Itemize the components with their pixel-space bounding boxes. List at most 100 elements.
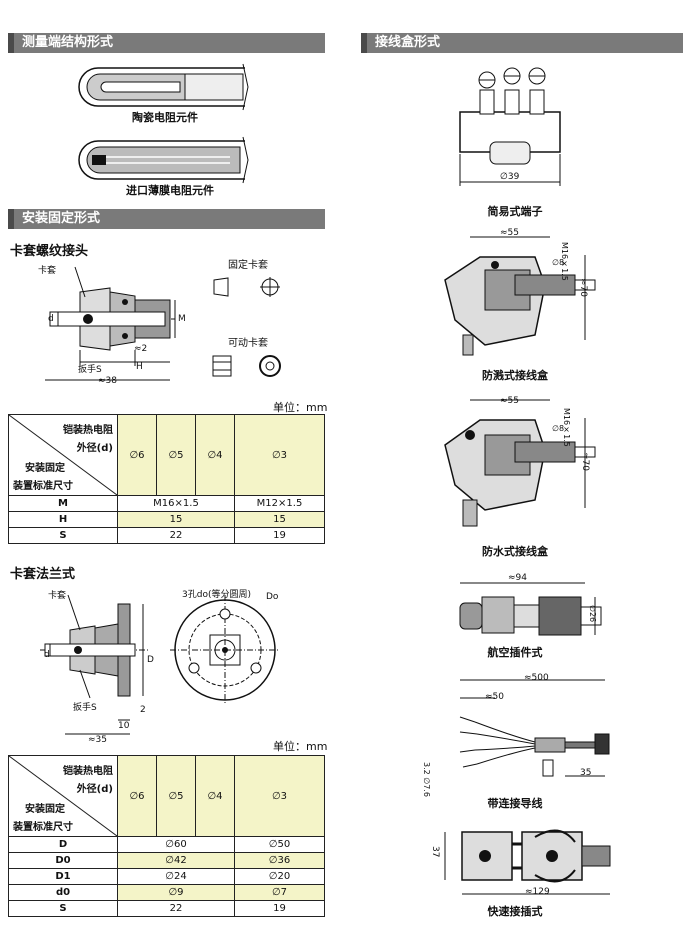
simple-terminal-diagram bbox=[459, 67, 561, 186]
unit-label-2: 单位：mm bbox=[273, 740, 328, 753]
table1-row-M-v2: M12×1.5 bbox=[234, 495, 325, 512]
table2-row-d0-v2: ∅7 bbox=[234, 884, 325, 901]
ferrule-flange-diagram bbox=[40, 594, 150, 735]
label-H: H bbox=[136, 362, 143, 372]
explosion-proof-diagram bbox=[444, 236, 596, 356]
quick-plug-diagram bbox=[444, 829, 611, 895]
label-fixed-ferrule: 固定卡套 bbox=[228, 260, 268, 271]
flange-label-d: d bbox=[44, 650, 50, 660]
dim-lw-35: 35 bbox=[580, 768, 592, 778]
caption-simple-terminal: 简易式端子 bbox=[487, 205, 543, 218]
table2-row-D1-v1: ∅24 bbox=[117, 868, 235, 885]
dim-simple-width: ∅39 bbox=[500, 172, 520, 182]
caption-waterproof: 防水式接线盒 bbox=[482, 545, 548, 558]
label-kataao: 卡套 bbox=[38, 266, 57, 276]
table2-row-D1-label: D1 bbox=[8, 868, 118, 885]
table1-header-top: 铠装热电阻 bbox=[63, 425, 113, 436]
caption-explosion-proof: 防溅式接线盒 bbox=[482, 369, 548, 382]
table2-row-D-label: D bbox=[8, 836, 118, 853]
caption-ceramic: 陶瓷电阻元件 bbox=[132, 111, 198, 124]
dim-wp-width: ≈55 bbox=[500, 396, 519, 406]
ferrule-flange-title: 卡套法兰式 bbox=[10, 567, 76, 582]
label-approx38: ≈38 bbox=[98, 376, 117, 386]
caption-quick-plug: 快速接插式 bbox=[487, 905, 543, 918]
flange-label-wrench: 扳手S bbox=[73, 703, 97, 713]
dim-lw-side: 3.2 ∅7.6 bbox=[422, 762, 431, 797]
table2-col-4: ∅4 bbox=[195, 755, 235, 837]
label-M: M bbox=[178, 314, 186, 324]
unit-label-1: 单位：mm bbox=[273, 401, 328, 414]
lead-wire-diagram bbox=[459, 679, 610, 777]
table1-row-M-v1: M16×1.5 bbox=[117, 495, 235, 512]
flange-label-Do: Do bbox=[266, 592, 279, 602]
movable-ferrule-icons bbox=[212, 355, 281, 377]
dim-ep-height: ≈70 bbox=[578, 278, 588, 297]
label-d: d bbox=[48, 314, 54, 324]
table2-col-5: ∅5 bbox=[156, 755, 196, 837]
ferrule-flange-table: 铠装热电阻 外径(d) 安装固定 装置标准尺寸 ∅6 ∅5 ∅4 ∅3 D ∅6… bbox=[8, 755, 325, 917]
table2-row-D-v2: ∅50 bbox=[234, 836, 325, 853]
flange-label-D: D bbox=[147, 655, 154, 665]
table2-row-D0-label: D0 bbox=[8, 852, 118, 869]
flange-label-ten: 10 bbox=[118, 721, 130, 731]
dim-lw-50: ≈50 bbox=[485, 692, 504, 702]
caption-imported-film: 进口薄膜电阻元件 bbox=[126, 184, 214, 197]
table2-header-top: 铠装热电阻 bbox=[63, 766, 113, 777]
table2-header-corner: 铠装热电阻 外径(d) 安装固定 装置标准尺寸 bbox=[8, 755, 118, 837]
dim-ep-thread: M16×1.5 bbox=[560, 242, 569, 281]
section-measuring-end: 测量端结构形式 bbox=[8, 33, 325, 53]
table2-col-3: ∅3 bbox=[234, 755, 325, 837]
table2-row-D-v1: ∅60 bbox=[117, 836, 235, 853]
table2-col-6: ∅6 bbox=[117, 755, 157, 837]
waterproof-diagram bbox=[444, 399, 596, 527]
label-approx2: ≈2 bbox=[134, 344, 148, 354]
flange-label-two: 2 bbox=[140, 705, 146, 715]
ceramic-element-diagram bbox=[78, 63, 249, 111]
table2-row-D0-v1: ∅42 bbox=[117, 852, 235, 869]
table1-col-6: ∅6 bbox=[117, 414, 157, 496]
table2-row-D1-v2: ∅20 bbox=[234, 868, 325, 885]
section-junction-box: 接线盒形式 bbox=[361, 33, 683, 53]
table2-row-d0-v1: ∅9 bbox=[117, 884, 235, 901]
table1-col-5: ∅5 bbox=[156, 414, 196, 496]
caption-aviation-plug: 航空插件式 bbox=[487, 646, 543, 659]
table1-header-od: 外径(d) bbox=[76, 443, 113, 454]
flange-label-holes: 3孔do(等分圆周) bbox=[182, 590, 251, 600]
table1-header-corner: 铠装热电阻 外径(d) 安装固定 装置标准尺寸 bbox=[8, 414, 118, 496]
table2-header-od: 外径(d) bbox=[76, 784, 113, 795]
label-movable-ferrule: 可动卡套 bbox=[228, 338, 268, 349]
dim-av-d: ∅26 bbox=[588, 605, 597, 623]
aviation-plug-diagram bbox=[459, 582, 602, 636]
fixed-ferrule-icons bbox=[213, 277, 280, 297]
table1-row-S-label: S bbox=[8, 527, 118, 544]
flange-front-diagram bbox=[170, 595, 280, 705]
label-wrench: 扳手S bbox=[78, 365, 102, 375]
table2-row-S-label: S bbox=[8, 900, 118, 917]
table2-header-left2: 装置标准尺寸 bbox=[13, 822, 73, 833]
dim-qp-height: 37 bbox=[430, 846, 440, 858]
dim-av-len: ≈94 bbox=[508, 573, 527, 583]
table2-row-S-v1: 22 bbox=[117, 900, 235, 917]
table1-row-H-label: H bbox=[8, 511, 118, 528]
section-mounting: 安装固定形式 bbox=[8, 209, 325, 229]
table1-row-M-label: M bbox=[8, 495, 118, 512]
table1-row-S-v2: 19 bbox=[234, 527, 325, 544]
dim-wp-d8: ∅8 bbox=[552, 424, 565, 433]
table1-header-left1: 安装固定 bbox=[25, 463, 65, 474]
caption-lead-wire: 带连接导线 bbox=[487, 797, 543, 810]
dim-ep-width: ≈55 bbox=[500, 228, 519, 238]
table1-row-H-v2: 15 bbox=[234, 511, 325, 528]
flange-label-approx35: ≈35 bbox=[88, 735, 107, 745]
table2-row-S-v2: 19 bbox=[234, 900, 325, 917]
table1-row-S-v1: 22 bbox=[117, 527, 235, 544]
ferrule-thread-title: 卡套螺纹接头 bbox=[10, 244, 89, 259]
table2-row-d0-label: d0 bbox=[8, 884, 118, 901]
dim-wp-thread: M16×1.5 bbox=[562, 408, 571, 447]
dim-qp-len: ≈129 bbox=[525, 887, 550, 897]
ferrule-thread-diagram bbox=[45, 266, 176, 381]
table2-header-left1: 安装固定 bbox=[25, 804, 65, 815]
dim-ep-d8: ∅8 bbox=[552, 258, 565, 267]
table1-header-left2: 装置标准尺寸 bbox=[13, 481, 73, 492]
table1-col-3: ∅3 bbox=[234, 414, 325, 496]
table1-row-H-v1: 15 bbox=[117, 511, 235, 528]
